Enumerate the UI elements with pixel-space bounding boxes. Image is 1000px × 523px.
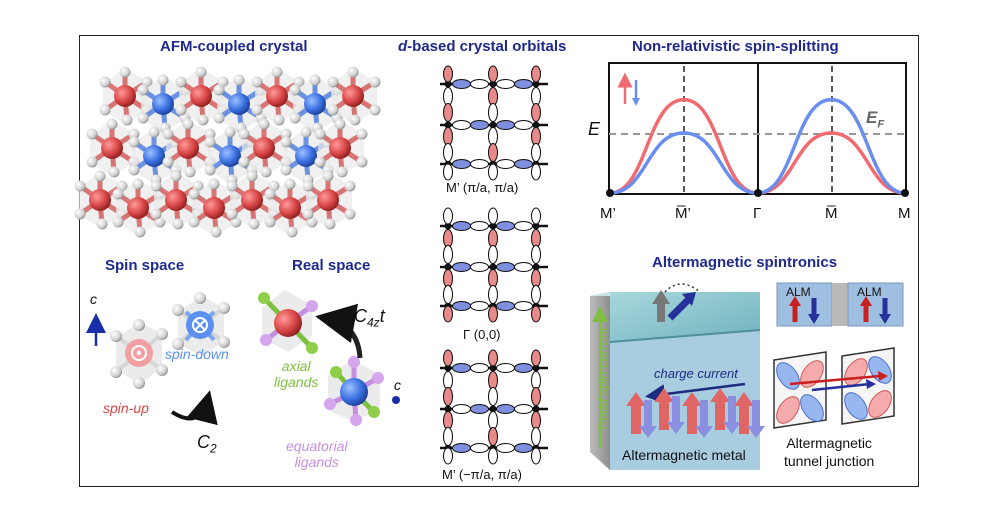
crystal-red-atom [165, 189, 187, 211]
metal-spin-up-icon [715, 400, 725, 430]
spin-current-label: T-odd spin current [595, 327, 611, 432]
crystal-red-atom [329, 137, 351, 159]
crystal-red-atom [253, 137, 275, 159]
crystal-red-atom [266, 85, 288, 107]
crystal-blue-atom [295, 145, 317, 167]
crystal-blue-atom [152, 93, 174, 115]
crystal-blue-atom [304, 93, 326, 115]
c-axis-dot-icon [392, 396, 400, 404]
spintronics-title: Altermagnetic spintronics [652, 254, 838, 271]
crystal-red-atom [177, 137, 199, 159]
orbital-panel-3 [440, 349, 548, 465]
metal-spin-up-icon [631, 404, 641, 434]
alm-left-label: ALM [786, 285, 811, 299]
altermagnetic-metal-label: Altermagnetic metal [622, 447, 746, 463]
x-tick-4: M [898, 205, 911, 222]
crystal-title: AFM-coupled crystal [160, 38, 308, 55]
crystal-red-atom [342, 85, 364, 107]
real-space-illustration [258, 290, 400, 426]
spin-c-axis-label: c [90, 291, 97, 307]
crystal-blue-atom [219, 145, 241, 167]
crystal-red-atom [89, 189, 111, 211]
metal-spin-down-icon [728, 396, 736, 424]
splitting-title: Non-relativistic spin-splitting [632, 38, 839, 55]
crystal-red-atom [317, 189, 339, 211]
metal-spin-down-icon [672, 396, 680, 424]
alm-right-label: ALM [857, 285, 882, 299]
orbital-panel-label-3: M’ (−π/a, π/a) [442, 467, 522, 482]
metal-spin-down-icon [644, 400, 652, 428]
crystal-red-atom [279, 197, 301, 219]
charge-current-label: charge current [654, 366, 738, 381]
crystal-orbitals-illustration [440, 65, 548, 465]
crystal-red-atom [203, 197, 225, 219]
energy-axis-label: E [588, 119, 601, 139]
crystal-red-atom [114, 85, 136, 107]
real-space-blue-atom [340, 378, 368, 406]
spin-up-label: spin-up [103, 400, 149, 416]
metal-spin-down-icon [752, 400, 760, 428]
tunnel-junction-illustration [773, 347, 895, 429]
fermi-level-label: EF [866, 108, 885, 131]
crystal-red-atom [101, 137, 123, 159]
metal-spin-up-icon [687, 404, 697, 434]
crystal-blue-atom [143, 145, 165, 167]
orbital-panel-label-2: Γ (0,0) [463, 327, 501, 342]
orbital-panel-label-1: M’ (π/a, π/a) [446, 180, 519, 195]
alm-box-left [776, 282, 833, 327]
alm-boxes [776, 282, 904, 327]
altermagnetic-metal-illustration [590, 283, 765, 470]
crystal-blue-atom [228, 93, 250, 115]
real-space-red-atom [274, 309, 302, 337]
c4z-rotation-arrow-icon [315, 303, 363, 359]
afm-crystal-illustration [74, 66, 381, 238]
spin-space-title: Spin space [105, 257, 185, 274]
x-tick-1: M̅’ [675, 205, 691, 222]
x-tick-0: M’ [600, 205, 616, 222]
orbital-panel-2 [440, 207, 548, 323]
orbitals-title: d-based crystal orbitals [398, 38, 567, 55]
crystal-red-atom [190, 85, 212, 107]
spin-into-page-icon [192, 317, 208, 333]
orbital-panel-1 [440, 65, 548, 181]
c2-operator-label: C2 [197, 432, 217, 456]
real-c-axis-label: c [394, 377, 401, 393]
c2-rotation-arrow-icon [170, 390, 218, 426]
x-tick-3: M̅ [825, 205, 838, 222]
c4zt-operator-label: C4zt [354, 306, 385, 330]
x-tick-2: Γ [753, 205, 762, 222]
spin-space-illustration [86, 292, 230, 426]
spin-down-label: spin-down [165, 346, 229, 362]
crystal-red-atom [127, 197, 149, 219]
band-chart [606, 62, 909, 197]
alm-box-right [847, 282, 904, 327]
crystal-red-atom [241, 189, 263, 211]
real-space-title: Real space [292, 257, 371, 274]
metal-spin-up-icon [659, 400, 669, 430]
spin-out-of-page-icon [131, 345, 147, 361]
metal-spin-down-icon [700, 400, 708, 428]
metal-spin-up-icon [739, 404, 749, 434]
